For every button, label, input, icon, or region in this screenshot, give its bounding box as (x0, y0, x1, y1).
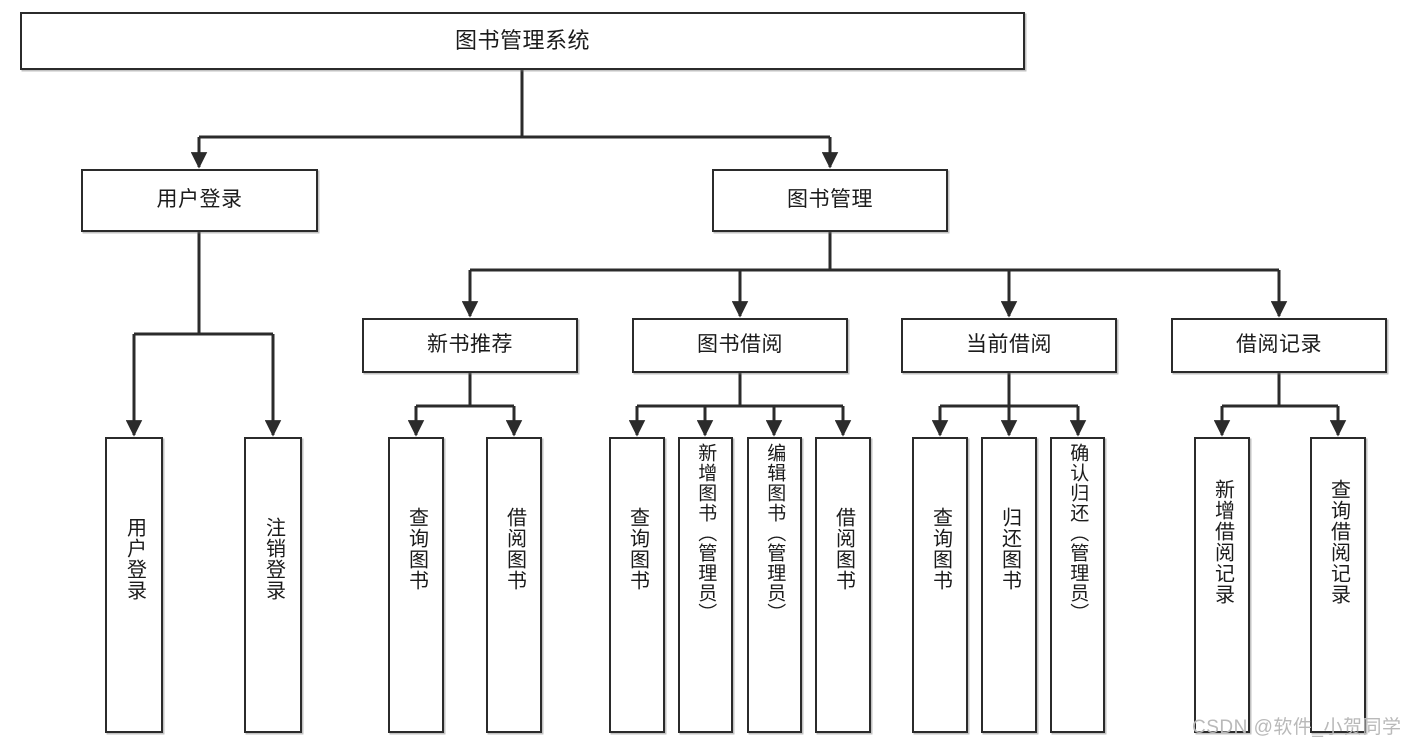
node-leaf-query-book-1-label: 查询图书 (405, 507, 428, 591)
node-leaf-add-record[interactable]: 新增借阅记录 (1194, 437, 1250, 733)
node-leaf-user-login-label: 用户登录 (123, 517, 146, 601)
node-root[interactable]: 图书管理系统 (20, 12, 1025, 70)
node-leaf-add-book-label: 新增图书（管理员） (695, 443, 717, 623)
node-root-label: 图书管理系统 (454, 28, 590, 54)
node-leaf-query-book-2-label: 查询图书 (626, 507, 649, 591)
node-leaf-query-book-3-label: 查询图书 (929, 507, 952, 591)
node-leaf-borrow-book-1[interactable]: 借阅图书 (486, 437, 542, 733)
node-leaf-query-book-1[interactable]: 查询图书 (388, 437, 444, 733)
node-leaf-user-login[interactable]: 用户登录 (105, 437, 163, 733)
node-book-manage-label: 图书管理 (787, 188, 873, 212)
node-leaf-logout[interactable]: 注销登录 (244, 437, 302, 733)
node-book-borrow-label: 图书借阅 (697, 333, 783, 357)
node-leaf-query-record-label: 查询借阅记录 (1327, 479, 1350, 605)
node-leaf-return-book-label: 归还图书 (998, 507, 1021, 591)
node-book-manage[interactable]: 图书管理 (712, 169, 948, 232)
node-user-login[interactable]: 用户登录 (81, 169, 318, 232)
node-current-borrow-label: 当前借阅 (966, 333, 1052, 357)
node-leaf-query-book-3[interactable]: 查询图书 (912, 437, 968, 733)
node-leaf-confirm-return[interactable]: 确认归还（管理员） (1050, 437, 1105, 733)
node-leaf-edit-book-label: 编辑图书（管理员） (764, 443, 786, 623)
node-leaf-query-record[interactable]: 查询借阅记录 (1310, 437, 1366, 733)
node-new-book-rec[interactable]: 新书推荐 (362, 318, 578, 373)
node-leaf-add-record-label: 新增借阅记录 (1211, 479, 1234, 605)
node-book-borrow[interactable]: 图书借阅 (632, 318, 848, 373)
node-leaf-query-book-2[interactable]: 查询图书 (609, 437, 665, 733)
node-new-book-rec-label: 新书推荐 (427, 333, 513, 357)
csdn-watermark: CSDN @软件_小贺同学 (1192, 717, 1402, 738)
node-current-borrow[interactable]: 当前借阅 (901, 318, 1117, 373)
node-leaf-confirm-return-label: 确认归还（管理员） (1067, 443, 1089, 623)
node-leaf-return-book[interactable]: 归还图书 (981, 437, 1037, 733)
node-user-login-label: 用户登录 (156, 188, 243, 212)
node-borrow-record[interactable]: 借阅记录 (1171, 318, 1387, 373)
node-leaf-logout-label: 注销登录 (262, 517, 285, 601)
node-leaf-add-book[interactable]: 新增图书（管理员） (678, 437, 733, 733)
node-leaf-borrow-book-2[interactable]: 借阅图书 (815, 437, 871, 733)
node-leaf-borrow-book-2-label: 借阅图书 (832, 507, 855, 591)
node-borrow-record-label: 借阅记录 (1236, 333, 1322, 357)
node-leaf-edit-book[interactable]: 编辑图书（管理员） (747, 437, 802, 733)
node-leaf-borrow-book-1-label: 借阅图书 (503, 507, 526, 591)
